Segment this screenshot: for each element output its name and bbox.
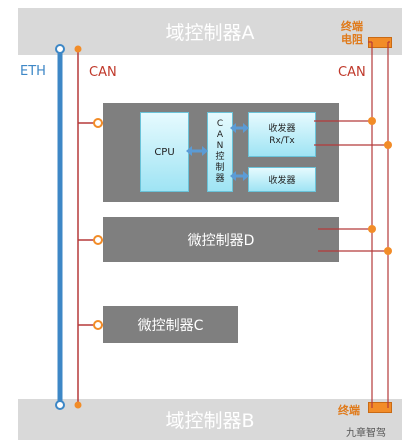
domain-controller-a: 域控制器A [18, 8, 402, 55]
port-ecu-d [93, 235, 103, 245]
port-ecu-c [93, 320, 103, 330]
ecu-c-box: 微控制器C [103, 306, 238, 343]
port-main-ecu [93, 118, 103, 128]
transceiver-rx-tx-label: 收发器 Rx/Tx [268, 123, 296, 146]
can-node-top-left [74, 45, 82, 53]
eth-node-top [55, 44, 65, 54]
node-main-l [384, 141, 392, 149]
domain-controller-b-label: 域控制器B [165, 410, 255, 432]
can-node-bottom-left [74, 401, 82, 409]
domain-controller-b: 域控制器B [18, 399, 402, 440]
watermark-text: 九章智驾 [346, 428, 386, 439]
ecu-d-label: 微控制器D [187, 232, 255, 249]
transceiver-rx-tx-box: 收发器 Rx/Tx [248, 112, 316, 157]
eth-node-bottom [55, 400, 65, 410]
can-label-right: CAN [338, 65, 366, 80]
eth-label: ETH [20, 64, 46, 79]
node-main-h [368, 117, 376, 125]
cpu-label: CPU [154, 146, 175, 158]
terminator-label-bottom: 终端 [338, 404, 360, 417]
node-ecu-d-h [368, 225, 376, 233]
can-controller-label: C A N 控 制 器 [215, 119, 225, 184]
terminator-resistor-bottom [368, 402, 392, 413]
ecu-c-label: 微控制器C [137, 317, 204, 334]
terminator-label-top: 终端 电阻 [341, 20, 363, 46]
cpu-box: CPU [140, 112, 189, 192]
transceiver-box: 收发器 [248, 167, 316, 192]
can-label-left: CAN [89, 65, 117, 80]
domain-controller-a-label: 域控制器A [165, 22, 255, 44]
node-ecu-d-l [384, 247, 392, 255]
transceiver-label: 收发器 [268, 176, 296, 186]
ecu-d-box: 微控制器D [103, 217, 339, 262]
can-controller-box: C A N 控 制 器 [207, 112, 233, 192]
